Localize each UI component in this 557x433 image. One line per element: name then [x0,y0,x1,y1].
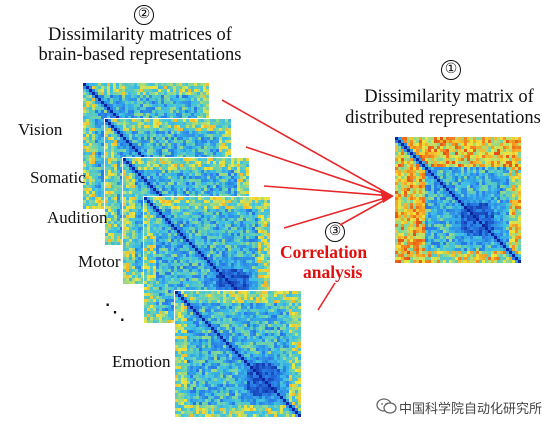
marker-3: ③ [325,222,345,242]
marker-1: ① [441,60,461,80]
arrow-line [245,146,393,197]
wechat-icon [376,398,398,414]
ellipsis: ⋱ [104,299,126,324]
label-motor: Motor [78,252,121,271]
arrow-head [380,189,394,203]
matrix-emotion [174,290,302,418]
distributed-matrix-title-line1: Dissimilarity matrix of [364,87,534,107]
arrow-line [221,99,393,197]
marker-2: ② [134,5,154,25]
arrow-line [317,282,336,311]
label-audition: Audition [47,208,108,227]
matrix-distributed [394,136,522,264]
arrow-line [263,185,393,197]
correlation-label-line1: Correlation [280,242,368,262]
distributed-matrix-title-line2: distributed representations [345,108,541,128]
label-vision: Vision [18,120,63,139]
arrow-line [283,195,393,229]
brain-matrices-title-line1: Dissimilarity matrices of [48,25,232,45]
label-somatic: Somatic [30,168,86,187]
brain-matrices-title-line2: brain-based representations [38,45,242,65]
watermark-text: 中国科学院自动化研究所 [399,402,543,417]
label-emotion: Emotion [112,352,171,371]
correlation-label-line2: analysis [303,262,363,282]
